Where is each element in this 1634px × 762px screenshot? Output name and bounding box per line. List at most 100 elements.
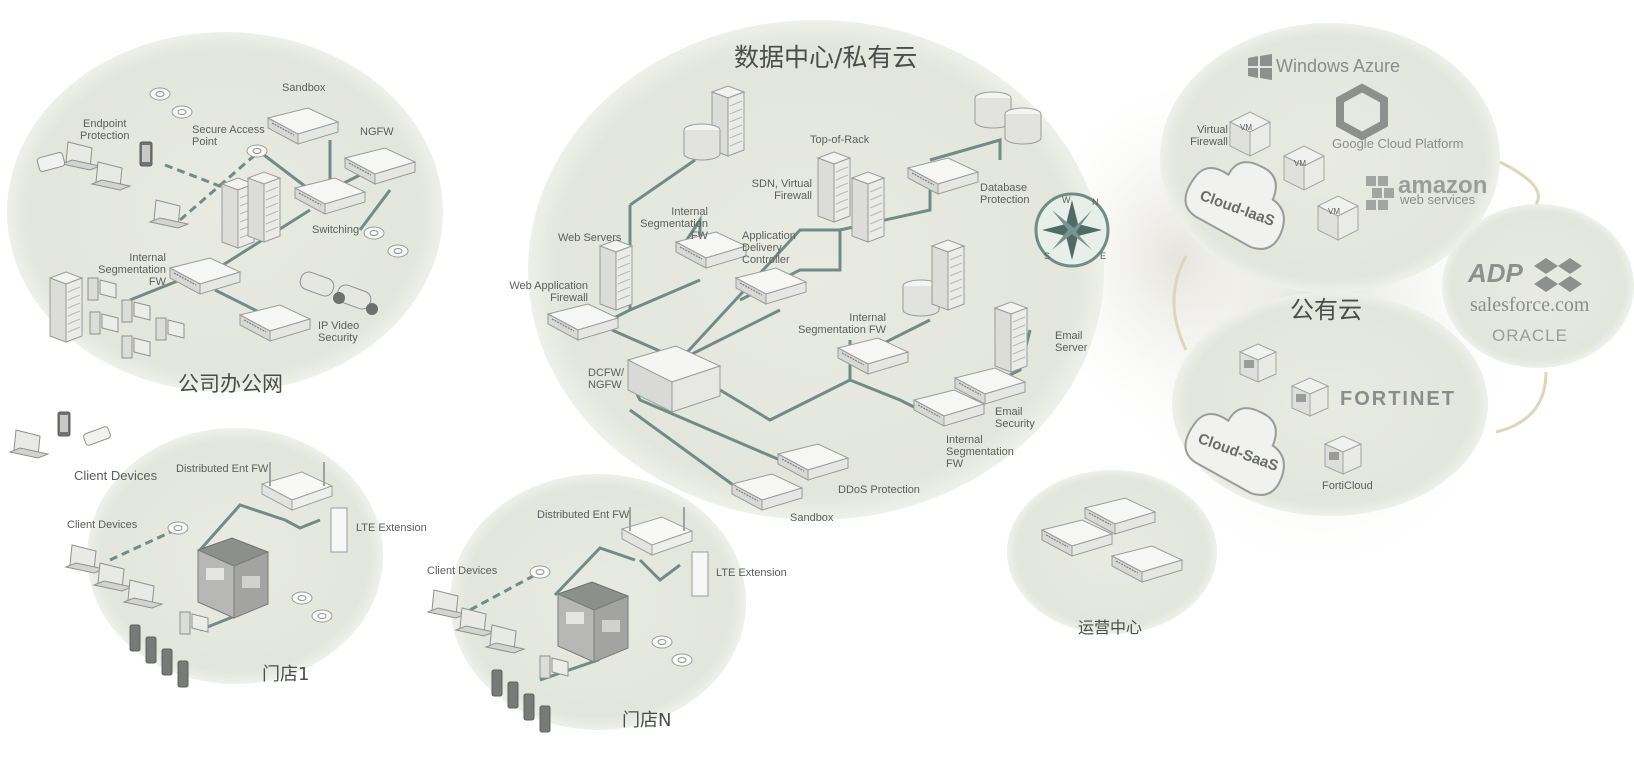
zone-title-datacenter: 数据中心/私有云 <box>734 43 918 72</box>
windows-logo <box>1248 54 1272 80</box>
access-point-icon <box>167 521 189 535</box>
store-building-icon <box>197 537 269 619</box>
label-virtual-firewall: Virtual Firewall <box>1190 124 1228 148</box>
zone-title-corporate: 公司办公网 <box>178 372 283 396</box>
label-vm: VM <box>1328 207 1340 216</box>
handset-icon <box>523 693 535 721</box>
zone-soc <box>1007 470 1217 634</box>
label-distributed-ent-fw: Distributed Ent FW <box>176 463 269 475</box>
access-point-icon <box>651 635 673 649</box>
web-server-icon <box>599 239 633 311</box>
store1-wireless <box>109 528 176 562</box>
corporate-wireless <box>164 153 256 222</box>
cloud-arc <box>1172 255 1188 351</box>
handset-icon <box>507 681 519 709</box>
brand-windows-azure: Windows Azure <box>1276 56 1401 76</box>
brand-google-cloud-platform: Google Cloud Platform <box>1332 136 1464 151</box>
brand-amazon: amazon <box>1398 172 1488 199</box>
zone-title-storeN: 门店N <box>622 710 672 731</box>
laptop-icon <box>9 429 49 459</box>
handset-icon <box>145 636 157 664</box>
endpoint-device-icon <box>36 152 66 172</box>
label-internal-segmentation-fw: Internal Segmentation FW <box>98 252 166 288</box>
handset-icon <box>129 624 141 652</box>
store-building-icon <box>557 581 629 663</box>
label-client-devices: Client Devices <box>427 565 498 577</box>
label-switching: Switching <box>312 224 360 236</box>
aws-logo <box>1366 176 1394 210</box>
email-server-icon <box>994 301 1028 373</box>
camera-icon <box>299 271 378 315</box>
lte-extender-icon <box>330 507 348 553</box>
label-internal-segmentation-fw: Internal Segmentation FW <box>797 312 886 336</box>
label-web-application-firewall: Web Application Firewall <box>509 280 588 304</box>
access-point-icon <box>363 226 385 240</box>
zone-title-store1: 门店1 <box>262 664 310 685</box>
access-point-icon <box>529 565 551 579</box>
compass-w: W <box>1062 195 1071 205</box>
cloud-iaas-shape <box>1184 161 1285 250</box>
database-icon <box>683 123 721 161</box>
label-internal-segmentation-fw: Internal Segmentation FW <box>946 434 1014 470</box>
google-cloud-logo <box>1336 83 1388 141</box>
compass-icon <box>1034 192 1110 268</box>
saas-app-icon <box>1324 435 1362 475</box>
handset-icon <box>539 705 551 733</box>
server-rack-icon <box>931 239 965 311</box>
cloud-arc <box>1499 160 1540 205</box>
handset-icon <box>491 669 503 697</box>
saas-monitor-icon <box>1291 377 1329 417</box>
dcfw-chassis <box>626 345 722 413</box>
access-point-icon <box>311 609 333 623</box>
vm-icon <box>1229 111 1271 157</box>
label-email-security: Email Security <box>995 406 1035 430</box>
access-point-icon <box>671 653 693 667</box>
label-web-servers: Web Servers <box>558 232 622 244</box>
label-email-server: Email Server <box>1055 330 1088 354</box>
dropbox-logo <box>1534 258 1582 292</box>
building-icon <box>247 171 281 243</box>
label-database-protection: Database Protection <box>980 182 1030 206</box>
server-icon <box>49 271 83 343</box>
lte-extender-icon <box>691 551 709 597</box>
label-dcfw-ngfw: DCFW/ NGFW <box>588 367 625 391</box>
vm-icon <box>1317 195 1359 241</box>
handset-icon <box>177 660 189 688</box>
access-point-icon <box>291 591 313 605</box>
label-distributed-ent-fw: Distributed Ent FW <box>537 509 630 521</box>
usb-device-icon <box>83 426 111 446</box>
brand-oracle: ORACLE <box>1492 326 1568 345</box>
label-sandbox: Sandbox <box>790 512 834 524</box>
zone-title-public-cloud: 公有云 <box>1290 296 1362 324</box>
label-ddos-protection: DDoS Protection <box>838 484 920 496</box>
database-icon <box>1004 107 1042 145</box>
cloud-saas-shape <box>1184 407 1285 496</box>
label-client-devices: Client Devices <box>67 519 138 531</box>
compass-n: N <box>1092 197 1099 207</box>
cloud-arc <box>1495 371 1548 434</box>
label-endpoint-protection: Endpoint Protection <box>80 118 130 142</box>
access-point-icon <box>387 244 409 258</box>
label-vm: VM <box>1294 159 1306 168</box>
brand-salesforce: salesforce.com <box>1470 294 1590 316</box>
handset-icon <box>161 648 173 676</box>
label-ip-video-security: IP Video Security <box>318 320 360 344</box>
label-lte-extension: LTE Extension <box>356 522 427 534</box>
label-application-delivery-controller: Application Delivery Controller <box>742 230 796 266</box>
label-vm: VM <box>1240 123 1252 132</box>
label-ngfw: NGFW <box>360 126 394 138</box>
label-sandbox: Sandbox <box>282 82 326 94</box>
compass-e: E <box>1100 251 1107 261</box>
compass-s: S <box>1044 251 1051 261</box>
saas-wifi-icon <box>1239 343 1277 383</box>
access-point-icon <box>149 87 171 101</box>
label-internal-segmentation-fw: Internal Segmentation FW <box>640 206 708 242</box>
zone-title-soc: 运营中心 <box>1078 618 1143 637</box>
brand-adp: ADP <box>1468 258 1523 288</box>
phone-icon <box>139 141 153 167</box>
brand-fortinet: FORTINET <box>1340 388 1456 410</box>
label-sdn-virtual-firewall: SDN, Virtual Firewall <box>751 178 812 202</box>
label-secure-access-point: Secure Access Point <box>192 124 265 148</box>
brand-aws: web services <box>1400 192 1476 207</box>
